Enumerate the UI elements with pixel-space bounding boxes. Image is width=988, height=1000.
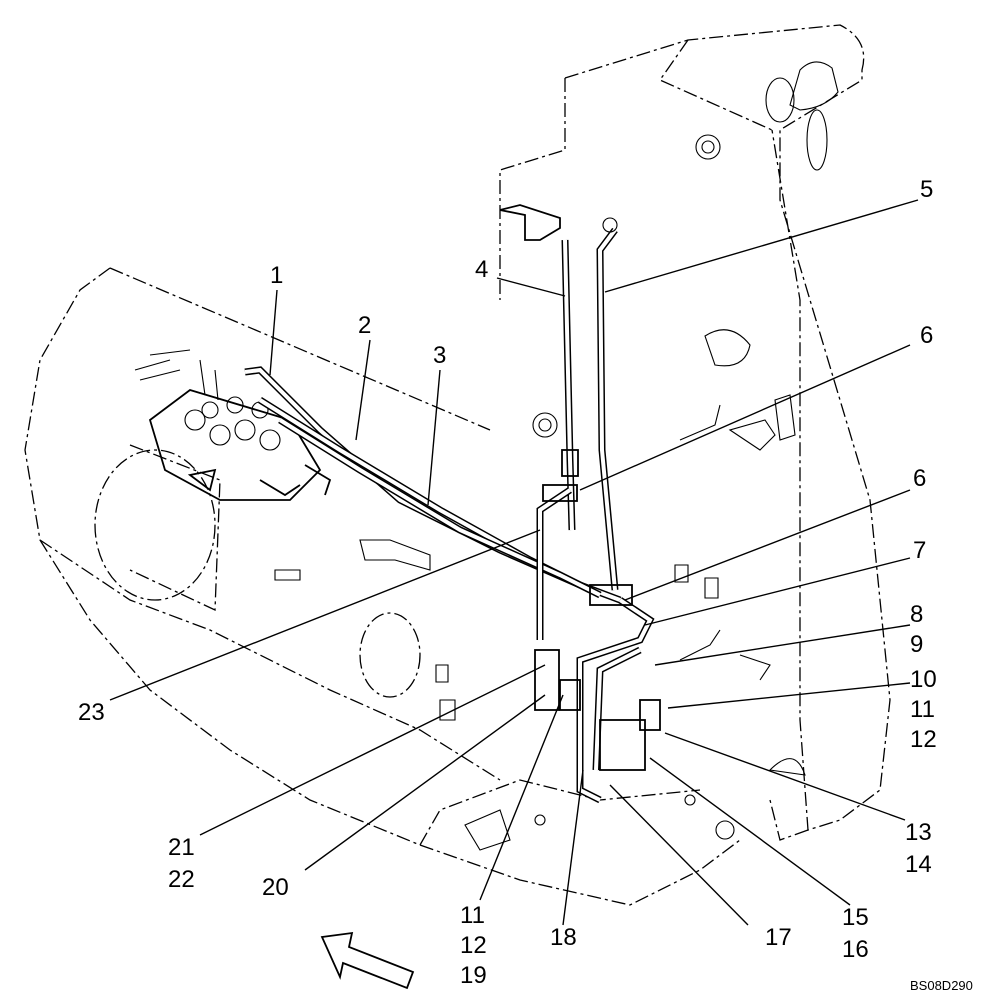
leader-6b [624,489,911,601]
leader-3 [427,369,441,506]
callout-numbers: 1 2 3 4 5 6 6 7 8 9 10 11 12 13 14 15 16… [78,176,943,989]
leader-5 [604,199,919,293]
callout-2: 2 [358,312,371,339]
leader-1 [269,289,278,376]
leader-10 [667,682,911,709]
callout-1: 1 [270,262,283,289]
leader-17 [609,784,749,926]
callout-6b: 6 [913,465,926,492]
callout-6a: 6 [920,322,933,349]
callout-8-9: 8 9 [910,601,930,658]
right-upright-frame [499,24,891,841]
callout-20: 20 [262,874,289,901]
leader-15 [649,757,851,906]
callout-18: 18 [550,924,577,951]
leader-2 [355,339,371,441]
callout-21-22: 21 22 [168,834,201,893]
callout-15-16: 15 16 [842,904,875,963]
reference-code: BS08D290 [910,978,973,993]
callout-23: 23 [78,699,105,726]
leader-4 [496,277,566,297]
leader-lines [109,199,919,926]
callout-11-12-19: 11 12 19 [460,902,493,989]
leader-6a [579,344,911,491]
left-side-frame [24,267,741,906]
hydraulic-lines [244,204,661,804]
leader-7 [644,557,911,626]
callout-5: 5 [920,176,933,203]
callout-3: 3 [433,342,446,369]
leader-18 [562,769,584,926]
leader-8 [654,624,911,666]
direction-arrow-icon [320,931,415,990]
leader-20 [304,694,546,871]
callout-13-14: 13 14 [905,819,938,878]
leader-23 [109,529,541,701]
callout-7: 7 [913,537,926,564]
control-valve [134,349,332,501]
leader-11 [479,694,564,901]
callout-17: 17 [765,924,792,951]
callout-4: 4 [475,256,488,283]
leader-13 [664,732,906,821]
callout-10-11-12: 10 11 12 [910,666,943,753]
leader-21 [199,664,546,836]
mounting-hardware [274,394,806,851]
